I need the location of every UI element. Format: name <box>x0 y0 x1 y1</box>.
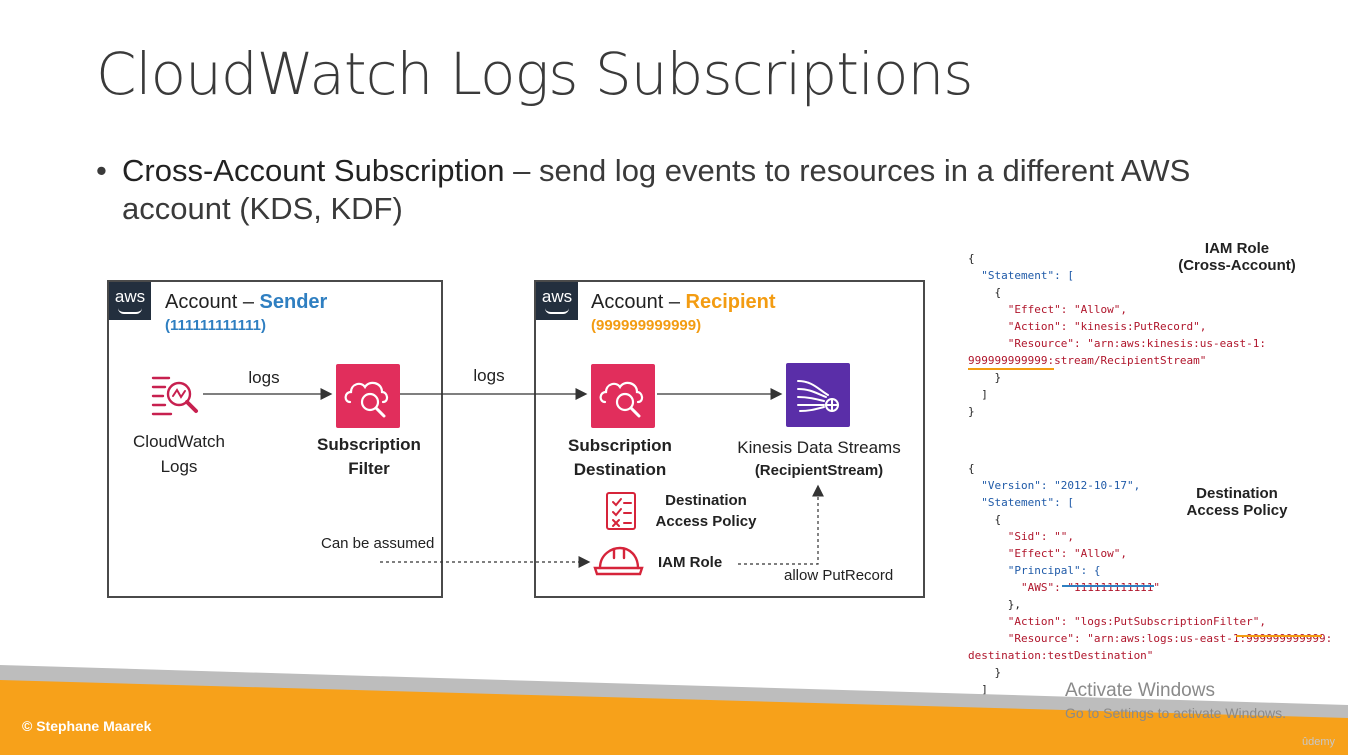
sender-logs-arrow-label: logs <box>248 368 280 387</box>
iam-role-policy-code: { "Statement": [ { "Effect": "Allow", "A… <box>968 252 1267 418</box>
allow-putrecord-label: allow PutRecord <box>784 567 894 584</box>
bullet-text: Cross-Account Subscription – send log ev… <box>122 152 1282 228</box>
sender-account-box: aws Account – Sender (111111111111) Clou… <box>107 280 443 598</box>
kinesis-label: Kinesis Data Streams <box>737 438 901 457</box>
kinesis-data-streams-icon <box>786 363 850 427</box>
destination-label-1: Subscription <box>568 436 672 455</box>
slide-title: CloudWatch Logs Subscriptions <box>96 40 974 108</box>
recipient-logs-arrow-label: logs <box>473 366 505 385</box>
subscription-destination-icon <box>591 364 655 428</box>
cloudwatch-label-1: CloudWatch <box>133 432 225 451</box>
bullet-dot: • <box>96 153 107 188</box>
recipient-account-title: Account – Recipient <box>591 291 776 313</box>
sender-account-id: (111111111111) <box>165 317 266 334</box>
iam-account-underline <box>968 368 1054 370</box>
footer-band <box>0 665 1348 755</box>
destination-label-2: Destination <box>573 460 667 479</box>
filter-label-2: Filter <box>348 459 390 478</box>
arrow-putrecord-dashed <box>738 484 824 565</box>
access-policy-label-1: Destination <box>665 492 747 509</box>
activate-windows-subtitle[interactable]: Go to Settings to activate Windows. <box>1065 705 1286 721</box>
cloudwatch-logs-icon <box>151 376 198 416</box>
subscription-filter-icon <box>336 364 400 428</box>
filter-label-1: Subscription <box>317 435 421 454</box>
destination-access-policy-code: { "Version": "2012-10-17", "Statement": … <box>968 462 1333 713</box>
copyright-text: © Stephane Maarek <box>22 718 152 734</box>
activate-windows-title: Activate Windows <box>1065 680 1215 701</box>
aws-logo-icon: aws <box>536 282 578 320</box>
aws-logo-icon: aws <box>109 282 151 320</box>
cloudwatch-label-2: Logs <box>160 457 198 476</box>
checklist-icon <box>606 492 636 530</box>
access-policy-label-2: Access Policy <box>655 513 757 530</box>
kinesis-sublabel: (RecipientStream) <box>754 462 884 479</box>
can-be-assumed-label: Can be assumed <box>321 535 435 552</box>
destination-underlines <box>1062 585 1322 637</box>
udemy-watermark: ûdemy <box>1302 736 1336 748</box>
recipient-account-id: (999999999999) <box>591 317 702 334</box>
iam-role-helmet-icon <box>593 546 644 576</box>
iam-policy-title: IAM Role(Cross-Account) <box>1178 240 1296 274</box>
sender-account-title: Account – Sender <box>165 291 328 313</box>
recipient-account-box: aws Account – Recipient (999999999999) S… <box>534 280 925 598</box>
iam-role-label: IAM Role <box>658 554 723 571</box>
bullet-strong: Cross-Account Subscription <box>122 153 505 188</box>
bullet-rest: – send log events to resources in a diff… <box>122 153 1191 226</box>
